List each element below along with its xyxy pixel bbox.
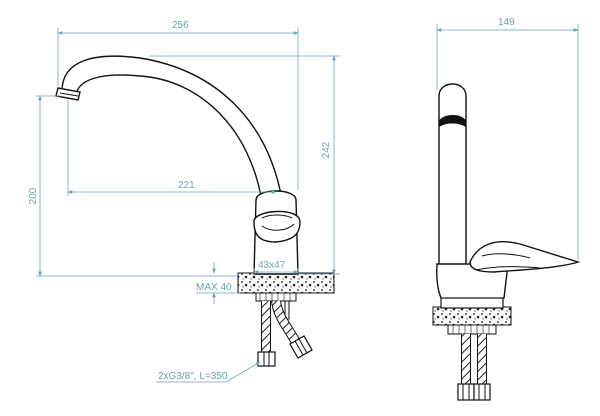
- front-dimensions: 256 242 200 221 43x47 MAX 40 2xG3/8", L=…: [28, 20, 340, 383]
- side-base-flange: [440, 297, 504, 309]
- front-countertop: [237, 272, 335, 294]
- front-lever-handle: [253, 210, 301, 243]
- side-spout-column: [438, 83, 467, 267]
- side-countertop: [432, 306, 512, 326]
- front-spout: [61, 55, 283, 203]
- side-mounting-nut: [447, 324, 497, 335]
- dim-label-221: 221: [178, 180, 195, 191]
- dim-label-149: 149: [498, 17, 515, 28]
- dim-label-43x47: 43x47: [258, 260, 286, 271]
- side-hose-nut-right: [473, 383, 491, 401]
- dim-label-200: 200: [28, 187, 39, 204]
- front-view: [55, 55, 335, 367]
- dim-label-242: 242: [321, 141, 332, 158]
- side-view: [432, 83, 581, 401]
- side-dimensions: 149: [436, 17, 579, 260]
- hose-spec-label: 2xG3/8", L=350: [158, 371, 228, 382]
- dim-label-max40: MAX 40: [196, 282, 232, 293]
- side-aerator: [439, 115, 466, 127]
- front-hose-nut-left: [257, 351, 276, 367]
- side-hose-nut-left: [457, 383, 475, 401]
- dim-label-256: 256: [172, 20, 189, 31]
